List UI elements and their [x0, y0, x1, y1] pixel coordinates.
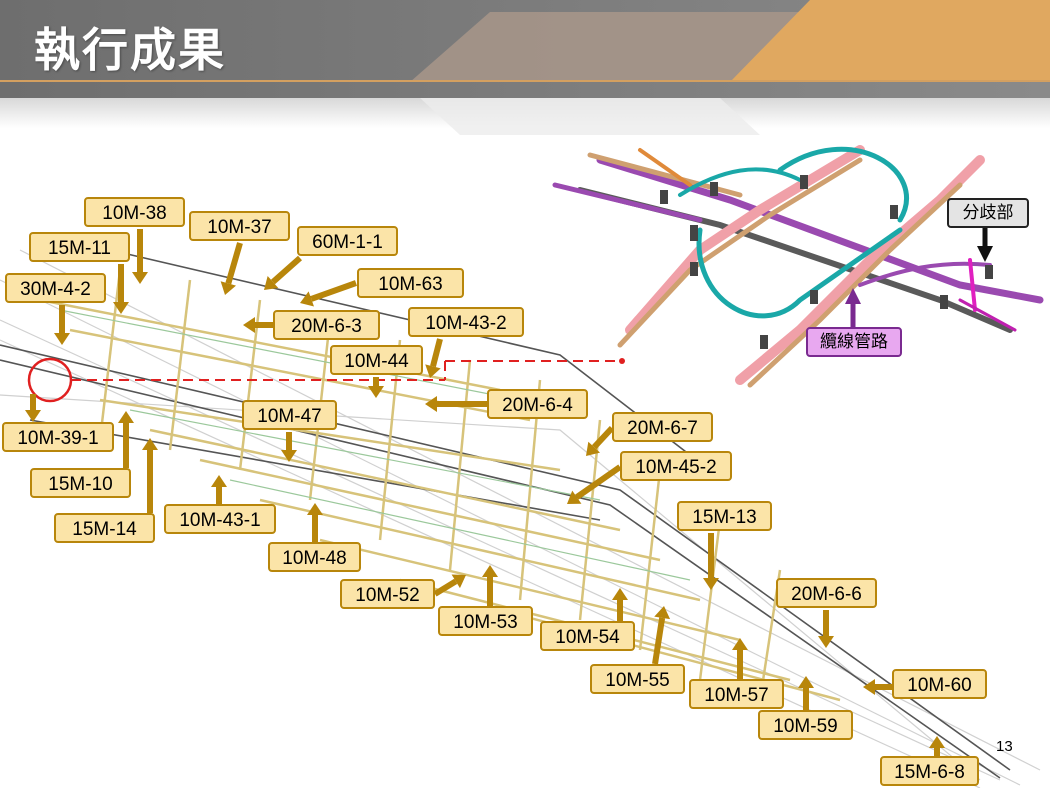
leader-arrow-shaft — [575, 464, 622, 500]
leader-arrow-head — [451, 574, 466, 589]
leader-arrow-head — [612, 588, 628, 600]
leader-arrow-head — [307, 503, 323, 515]
section-label: 15M-10 — [30, 468, 131, 498]
leader-arrow-head — [732, 638, 748, 650]
leader-arrow-shaft — [270, 255, 302, 285]
section-label: 10M-43-2 — [408, 307, 524, 337]
cable-duct-callout: 纜線管路 — [806, 327, 902, 357]
leader-arrow-head — [281, 450, 297, 462]
section-label: 20M-6-3 — [273, 310, 380, 340]
section-label: 60M-1-1 — [297, 226, 398, 256]
leader-arrow-head — [132, 272, 148, 284]
leader-arrow-head — [929, 736, 945, 748]
leader-arrow-head — [654, 606, 671, 620]
leader-arrow-head — [368, 386, 384, 398]
leader-arrow-head — [54, 333, 70, 345]
section-label: 20M-6-6 — [776, 578, 877, 608]
leader-arrow-shaft — [591, 425, 615, 450]
leader-arrow-head — [118, 411, 134, 423]
section-label: 15M-14 — [54, 513, 155, 543]
section-label: 10M-38 — [84, 197, 185, 227]
leader-arrow-head — [264, 276, 279, 290]
leader-arrow-shaft — [225, 242, 243, 285]
section-label: 10M-39-1 — [2, 422, 114, 452]
section-label: 10M-63 — [357, 268, 464, 298]
leader-arrow-shaft — [433, 578, 458, 597]
leader-arrow-head — [300, 291, 314, 307]
section-label: 20M-6-4 — [487, 389, 588, 419]
section-label: 10M-59 — [758, 710, 853, 740]
leader-arrow-shaft — [652, 617, 666, 665]
section-label: 10M-45-2 — [620, 451, 732, 481]
leader-arrow-head — [113, 302, 129, 314]
leader-arrow-head — [425, 364, 441, 378]
section-label: 20M-6-7 — [612, 412, 713, 442]
leader-arrow-head — [586, 441, 601, 456]
page-number: 13 — [996, 738, 1013, 755]
leader-arrow-head — [798, 676, 814, 688]
leader-arrow-head — [211, 475, 227, 487]
section-label: 10M-37 — [189, 211, 290, 241]
section-label: 10M-57 — [689, 679, 784, 709]
leader-arrow-head — [425, 396, 437, 412]
leader-arrow-head — [482, 565, 498, 577]
leader-arrow-head — [243, 317, 255, 333]
section-label: 10M-48 — [268, 542, 361, 572]
section-label: 10M-54 — [540, 621, 635, 651]
branch-callout: 分歧部 — [947, 198, 1029, 228]
section-label: 10M-55 — [590, 664, 685, 694]
section-label: 10M-44 — [330, 345, 423, 375]
section-label: 15M-13 — [677, 501, 772, 531]
section-label: 10M-53 — [438, 606, 533, 636]
leader-arrow-head — [818, 636, 834, 648]
section-label: 10M-52 — [340, 579, 435, 609]
leader-arrow-head — [703, 578, 719, 590]
leader-arrow-shaft — [310, 280, 358, 302]
slide-title: 執行成果 — [34, 23, 226, 77]
leader-arrow-head — [863, 679, 875, 695]
section-label: 10M-43-1 — [164, 504, 276, 534]
leader-arrow-shaft — [430, 338, 443, 368]
section-label: 15M-11 — [29, 232, 130, 262]
section-label: 30M-4-2 — [5, 273, 106, 303]
leader-arrow-head — [142, 438, 158, 450]
section-label: 10M-60 — [892, 669, 987, 699]
section-label: 15M-6-8 — [880, 756, 979, 786]
leader-arrow-head — [25, 410, 41, 422]
leader-arrow-head — [567, 490, 582, 504]
leader-arrow-head — [220, 281, 237, 295]
section-label: 10M-47 — [242, 400, 337, 430]
